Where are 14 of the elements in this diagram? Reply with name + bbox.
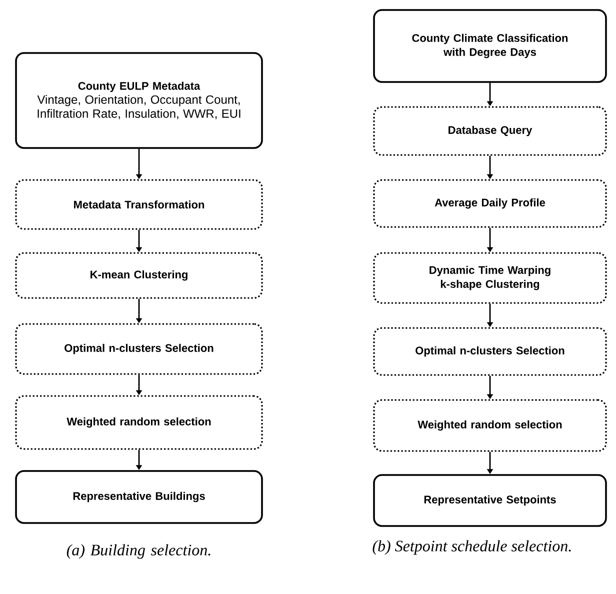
process-box: Database Query bbox=[373, 106, 607, 156]
process-box: Optimal n-clusters Selection bbox=[15, 323, 263, 375]
process-box: Metadata Transformation bbox=[15, 179, 263, 230]
process-box: Weighted random selection bbox=[373, 399, 607, 452]
process-box: Optimal n-clusters Selection bbox=[373, 327, 607, 376]
terminal-box: Representative Buildings bbox=[15, 470, 263, 524]
terminal-box: County EULP Metadata Vintage, Orientation, Occupant Count, Infiltration Rate, Insulation, WWR, EUI bbox=[15, 52, 263, 149]
process-box: Average Daily Profile bbox=[373, 179, 607, 228]
process-box: Dynamic Time Warping k-shape Clustering bbox=[373, 252, 607, 304]
terminal-box: County Climate Classification with Degree Days bbox=[373, 9, 607, 83]
process-box: K-mean Clustering bbox=[15, 252, 263, 299]
process-box: Weighted random selection bbox=[15, 395, 263, 450]
caption: (a) Building selection. bbox=[66, 544, 210, 559]
terminal-box: Representative Setpoints bbox=[373, 474, 607, 527]
